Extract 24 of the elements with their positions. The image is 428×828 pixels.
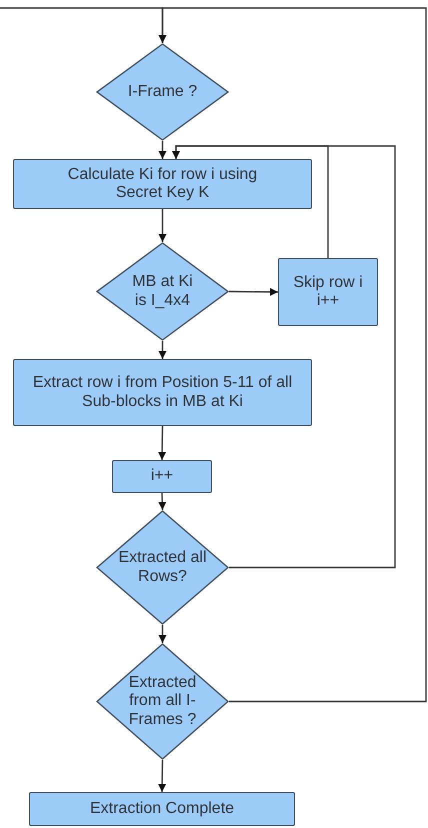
process-label: Skip row i i++ (292, 274, 364, 310)
process-box (278, 258, 378, 326)
arrow (158, 209, 166, 242)
decision-label: I-Frame ? (128, 82, 198, 102)
process-box (29, 792, 295, 826)
arrow (158, 760, 166, 792)
arrow (229, 288, 278, 296)
process-box (13, 159, 312, 209)
arrow (158, 625, 166, 643)
decision-label: Extracted all Rows? (117, 549, 208, 586)
arrow (158, 426, 166, 460)
arrow (172, 145, 396, 568)
process-box (13, 359, 312, 426)
process-box (112, 460, 212, 493)
process-label: Extract row i from Position 5-11 of all Sub-blocks in MB at Ki (32, 374, 294, 411)
process-label: Extraction Complete (90, 800, 234, 818)
arrow (158, 7, 427, 702)
decision-label: MB at Ki is I_4x4 (131, 273, 194, 310)
arrow (158, 492, 166, 510)
arrow (158, 141, 166, 159)
decision-label: Extracted from all I-Frames ? (128, 674, 198, 730)
arrow (158, 341, 166, 359)
process-label: Calculate Ki for row i using Secret Key K (66, 166, 258, 202)
process-label: i++ (150, 467, 174, 486)
